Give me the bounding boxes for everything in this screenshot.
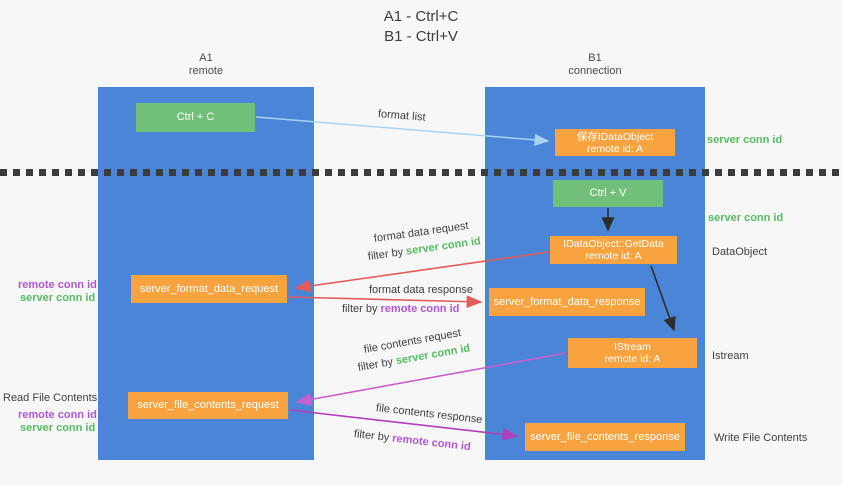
node-idataobject-getdata-line2: remote id: A [585, 250, 642, 262]
filter-by-text: filter by [356, 355, 397, 374]
filter-by-text: filter by [342, 303, 381, 315]
remote-conn-id-text: remote conn id [380, 303, 460, 315]
node-server-format-data-request-label: server_format_data_request [139, 282, 279, 295]
title-line-2: B1 - Ctrl+V [384, 28, 458, 45]
node-server-file-contents-request-label: server_file_contents_request [137, 399, 279, 411]
lane-header-a1-id: A1 [199, 52, 213, 64]
lane-header-b1-role: connection [568, 65, 622, 77]
node-ctrl-c: Ctrl + C [136, 103, 255, 132]
filter-by-text: filter by [367, 245, 407, 263]
node-server-file-contents-response: server_file_contents_response [525, 423, 685, 451]
node-server-file-contents-request: server_file_contents_request [128, 392, 288, 419]
side-label-left-remote-conn-id-format: remote conn id [18, 279, 97, 291]
remote-conn-id-text: remote conn id [391, 432, 472, 454]
node-ctrl-v: Ctrl + V [553, 180, 663, 207]
side-label-left-server-conn-id-format: server conn id [20, 292, 96, 304]
node-server-format-data-response: server_format_data_response [489, 288, 645, 316]
lane-header-a1-role: remote [188, 65, 224, 77]
session-divider-dashed-line [0, 169, 842, 176]
side-label-left-remote-conn-id-file: remote conn id [18, 409, 97, 421]
node-istream: IStream remote id: A [568, 338, 697, 368]
arrow-label-format-list: format list [377, 108, 427, 124]
title-line-1: A1 - Ctrl+C [383, 8, 459, 25]
arrow-label-format-data-response: format data response [369, 284, 473, 296]
node-ctrl-c-label: Ctrl + C [176, 111, 215, 123]
side-label-dataobject: DataObject [712, 246, 768, 258]
node-ctrl-v-label: Ctrl + V [589, 187, 627, 199]
node-save-idataobject-line2: remote id: A [586, 142, 644, 155]
node-idataobject-getdata: IDataObject::GetData remote id: A [550, 236, 677, 264]
node-istream-line2: remote id: A [604, 353, 661, 365]
node-idataobject-getdata-line1: IDataObject::GetData [563, 238, 664, 250]
lane-header-b1-id: B1 [588, 52, 602, 64]
arrow-label-filter-by-remote-conn-id-file: filter by remote conn id [353, 428, 471, 453]
side-label-right-server-conn-id-mid: server conn id [708, 212, 784, 224]
side-label-istream: Istream [712, 350, 749, 362]
node-save-idataobject-line1: 保存IDataObject [576, 130, 654, 143]
side-label-read-file-contents: Read File Contents [3, 392, 98, 404]
node-server-format-data-request: server_format_data_request [131, 275, 287, 303]
arrow-format-data-response [288, 295, 483, 309]
node-istream-line1: IStream [614, 341, 651, 353]
lane-header-a1: A1 remote [98, 52, 314, 78]
arrow-label-filter-by-remote-conn-id-format: filter by remote conn id [342, 303, 459, 315]
node-server-file-contents-response-label: server_file_contents_response [530, 430, 680, 443]
side-label-write-file-contents: Write File Contents [714, 432, 808, 444]
diagram-title: A1 - Ctrl+C B1 - Ctrl+V [0, 7, 842, 47]
filter-by-text: filter by [353, 428, 393, 445]
node-save-idataobject: 保存IDataObject remote id: A [555, 129, 675, 156]
node-server-format-data-response-label: server_format_data_response [493, 295, 641, 308]
lane-header-b1: B1 connection [485, 52, 705, 78]
arrow-label-file-contents-response: file contents response [375, 402, 484, 427]
side-label-left-server-conn-id-file: server conn id [20, 422, 96, 434]
side-label-right-server-conn-id-top: server conn id [707, 134, 783, 146]
